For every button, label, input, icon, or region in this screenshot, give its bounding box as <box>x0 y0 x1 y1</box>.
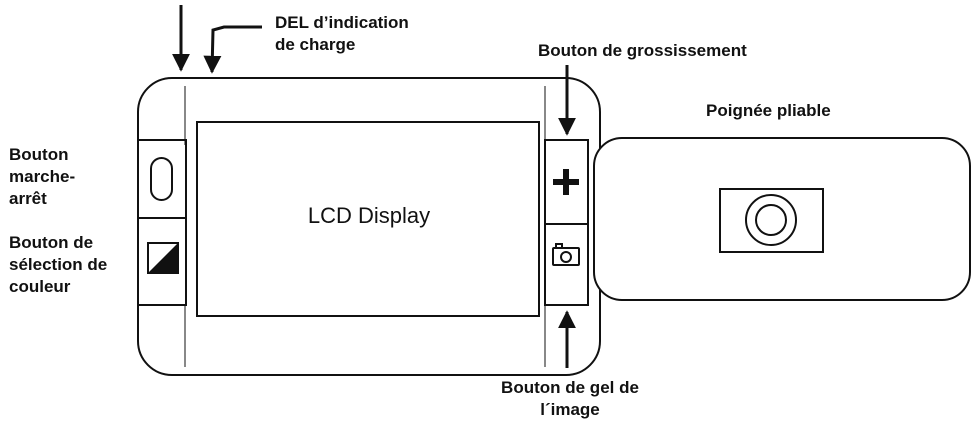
arrows <box>172 5 576 368</box>
right-button-panel <box>544 139 589 306</box>
foldable-handle <box>593 137 971 301</box>
power-oval-icon[interactable] <box>150 157 173 201</box>
charge-led-label: DEL d’indication de charge <box>275 13 409 54</box>
left-button-panel <box>137 139 187 306</box>
charge-led-arrow <box>203 25 262 74</box>
power-button-label: Bouton marche- arrêt <box>9 145 76 208</box>
color-select-button-label: Bouton de sélection de couleur <box>9 233 108 296</box>
lcd-screen <box>196 121 540 317</box>
camera-icon[interactable] <box>552 243 580 266</box>
magnification-button-label: Bouton de grossissement <box>538 41 747 60</box>
handle-lens-icon <box>719 188 824 253</box>
foldable-handle-label: Poignée pliable <box>706 101 831 120</box>
lcd-display-label: LCD Display <box>307 203 431 228</box>
plus-icon[interactable] <box>553 169 579 195</box>
contrast-square-icon[interactable] <box>147 242 179 274</box>
freeze-button-label: Bouton de gel de l´image <box>501 378 639 419</box>
